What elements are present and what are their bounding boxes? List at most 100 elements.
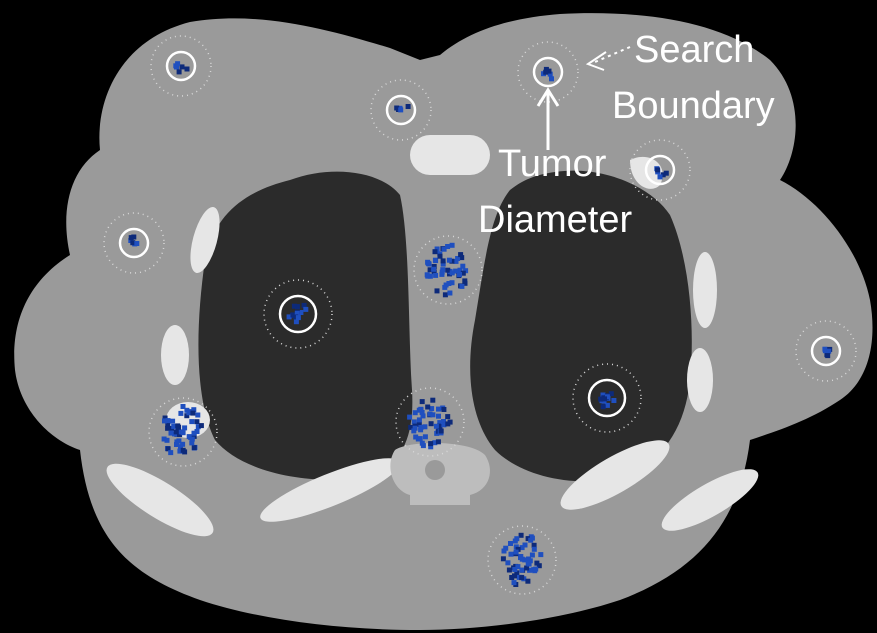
label-tumor: Tumor xyxy=(498,143,607,185)
tumor-voxel xyxy=(532,547,537,552)
tumor-voxel xyxy=(181,430,186,435)
tumor-voxel xyxy=(436,407,441,412)
tumor-voxel xyxy=(445,268,450,273)
tumor-voxel xyxy=(296,315,301,320)
tumor-voxel xyxy=(441,407,446,412)
tumor-voxel xyxy=(406,104,411,109)
tumor-voxel xyxy=(190,411,195,416)
tumor-voxel xyxy=(174,429,179,434)
tumor-voxel xyxy=(129,235,134,240)
tumor-voxel xyxy=(195,413,200,418)
tumor-voxel xyxy=(192,445,197,450)
tumor-voxel xyxy=(602,396,607,401)
label-search: Search xyxy=(634,29,754,71)
tumor-voxel xyxy=(450,280,455,285)
label-diameter: Diameter xyxy=(478,199,632,241)
tumor-voxel xyxy=(549,76,554,81)
tumor-voxel xyxy=(440,270,445,275)
tumor-voxel xyxy=(175,61,180,66)
tumor-voxel xyxy=(425,405,430,410)
tumor-voxel xyxy=(507,568,512,573)
tumor-voxel xyxy=(533,567,538,572)
tumor-voxel xyxy=(433,273,438,278)
tumor-voxel xyxy=(448,420,453,425)
tumor-voxel xyxy=(444,283,449,288)
tumor-voxel xyxy=(530,536,535,541)
tumor-voxel xyxy=(431,267,436,272)
tumor-voxel xyxy=(192,431,197,436)
tumor-voxel xyxy=(418,407,423,412)
tumor-voxel xyxy=(520,557,525,562)
tumor-voxel xyxy=(303,307,308,312)
tumor-voxel xyxy=(174,442,179,447)
tumor-voxel xyxy=(459,284,464,289)
tumor-voxel xyxy=(462,278,467,283)
tumor-voxel xyxy=(413,410,418,415)
tumor-voxel xyxy=(825,353,830,358)
tumor-voxel xyxy=(443,292,448,297)
tumor-voxel xyxy=(436,439,441,444)
tumor-voxel xyxy=(538,552,543,557)
tumor-voxel xyxy=(515,564,520,569)
tumor-voxel xyxy=(514,550,519,555)
tumor-voxel xyxy=(460,264,465,269)
tumor-voxel xyxy=(169,431,174,436)
tumor-voxel xyxy=(611,398,616,403)
tumor-voxel xyxy=(435,288,440,293)
tumor-voxel xyxy=(425,272,430,277)
tumor-voxel xyxy=(525,579,530,584)
tumor-voxel xyxy=(181,448,186,453)
tumor-voxel xyxy=(505,560,510,565)
tumor-voxel xyxy=(430,412,435,417)
tumor-voxel xyxy=(180,442,185,447)
tumor-voxel xyxy=(512,580,517,585)
tumor-voxel xyxy=(162,418,167,423)
tumor-voxel xyxy=(513,539,518,544)
tumor-voxel xyxy=(826,349,831,354)
tumor-voxel xyxy=(180,64,185,69)
tumor-voxel xyxy=(428,441,433,446)
tumor-voxel xyxy=(509,552,514,557)
tumor-voxel xyxy=(655,167,660,172)
tumor-voxel xyxy=(441,258,446,263)
tumor-voxel xyxy=(438,254,443,259)
tumor-voxel xyxy=(526,561,531,566)
tumor-voxel xyxy=(430,398,435,403)
tumor-voxel xyxy=(185,67,190,72)
tumor-voxel xyxy=(658,174,663,179)
tumor-voxel xyxy=(134,241,139,246)
tumor-voxel xyxy=(176,425,181,430)
tumor-voxel xyxy=(433,249,438,254)
tumor-voxel xyxy=(601,404,606,409)
label-boundary: Boundary xyxy=(612,85,775,127)
tumor-voxel xyxy=(292,304,297,309)
tumor-voxel xyxy=(418,427,423,432)
tumor-voxel xyxy=(450,243,455,248)
tumor-voxel xyxy=(194,419,199,424)
tumor-voxel xyxy=(420,399,425,404)
tumor-voxel xyxy=(447,291,452,296)
tumor-voxel xyxy=(439,429,444,434)
tumor-voxel xyxy=(165,438,170,443)
tumor-voxel xyxy=(445,414,450,419)
left-lung xyxy=(198,172,412,480)
tumor-voxel xyxy=(519,575,524,580)
tumor-voxel xyxy=(413,435,418,440)
tumor-voxel xyxy=(165,426,170,431)
tumor-voxel xyxy=(457,272,462,277)
tumor-voxel xyxy=(407,415,412,420)
tumor-voxel xyxy=(433,258,438,263)
tumor-voxel xyxy=(447,258,452,263)
tumor-voxel xyxy=(445,244,450,249)
tumor-voxel xyxy=(178,411,183,416)
tumor-voxel xyxy=(519,533,524,538)
tumor-voxel xyxy=(450,270,455,275)
tumor-voxel xyxy=(508,541,513,546)
tumor-voxel xyxy=(429,421,434,426)
tumor-voxel xyxy=(190,437,195,442)
tumor-voxel xyxy=(458,252,463,257)
tumor-voxel xyxy=(436,414,441,419)
tumor-voxel xyxy=(199,423,204,428)
tumor-voxel xyxy=(189,419,194,424)
